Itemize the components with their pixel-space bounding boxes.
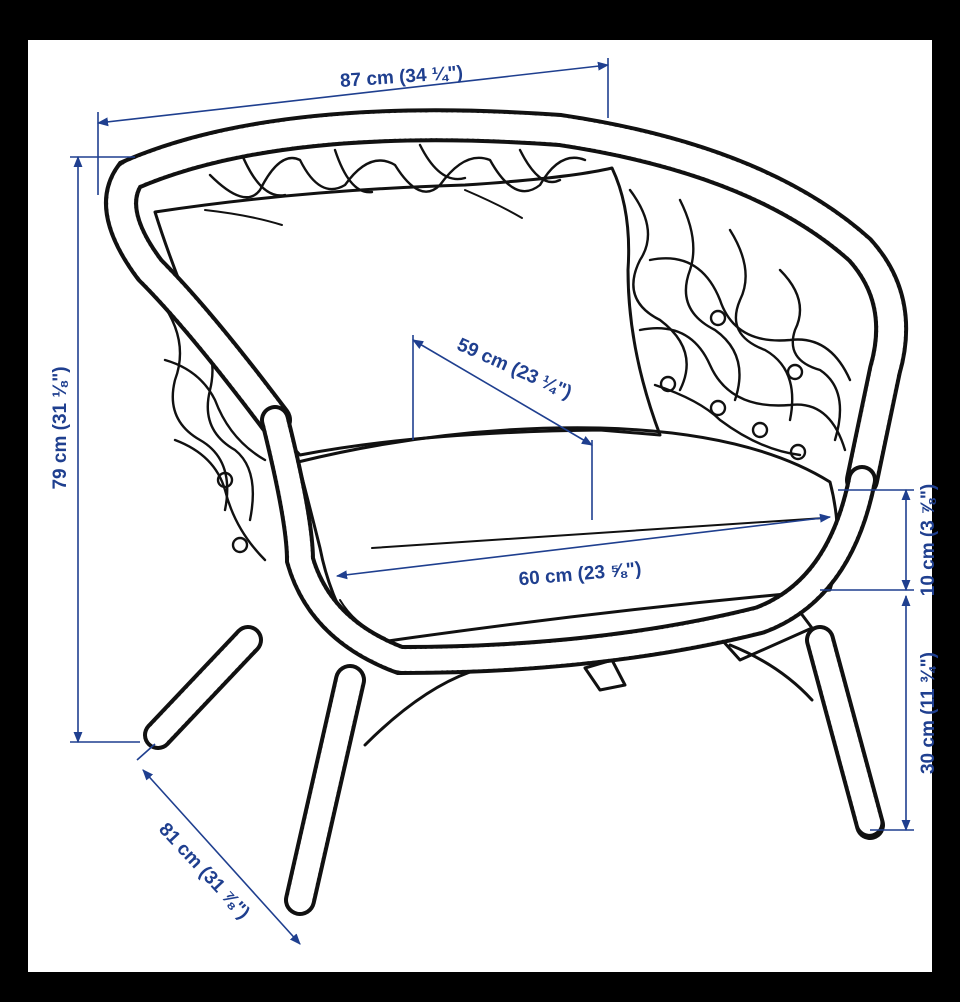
seat-width-dimension-line [335, 513, 832, 580]
seat-width-label: 60 cm (23 ⅝") [518, 559, 642, 591]
diagram-canvas: 87 cm (34 ¼") 79 cm (31 ⅛") 81 cm (31 ⅞"… [28, 40, 939, 972]
width-dimension-line [96, 61, 610, 127]
depth-dimension-line [142, 769, 301, 945]
seat-rail [260, 405, 877, 676]
seat-depth-label: 59 cm (23 ¼") [454, 334, 575, 403]
seat-height-label: 30 cm (11 ¾") [918, 652, 939, 774]
cushion-label: 10 cm (3 ⅞") [918, 484, 939, 597]
width-label: 87 cm (34 ¼") [339, 62, 463, 92]
back-cushion [153, 166, 662, 457]
rattan-rim [104, 108, 909, 497]
seat-depth-dimension-line [412, 339, 593, 446]
depth-extension-left [136, 743, 156, 761]
depth-label: 81 cm (31 ⅞") [154, 819, 253, 923]
armchair-illustration [104, 108, 909, 916]
front-legs [143, 625, 885, 916]
chair-dimension-diagram: 87 cm (34 ¼") 79 cm (31 ⅛") 81 cm (31 ⅞"… [50, 58, 939, 945]
height-label: 79 cm (31 ⅛") [50, 366, 71, 489]
